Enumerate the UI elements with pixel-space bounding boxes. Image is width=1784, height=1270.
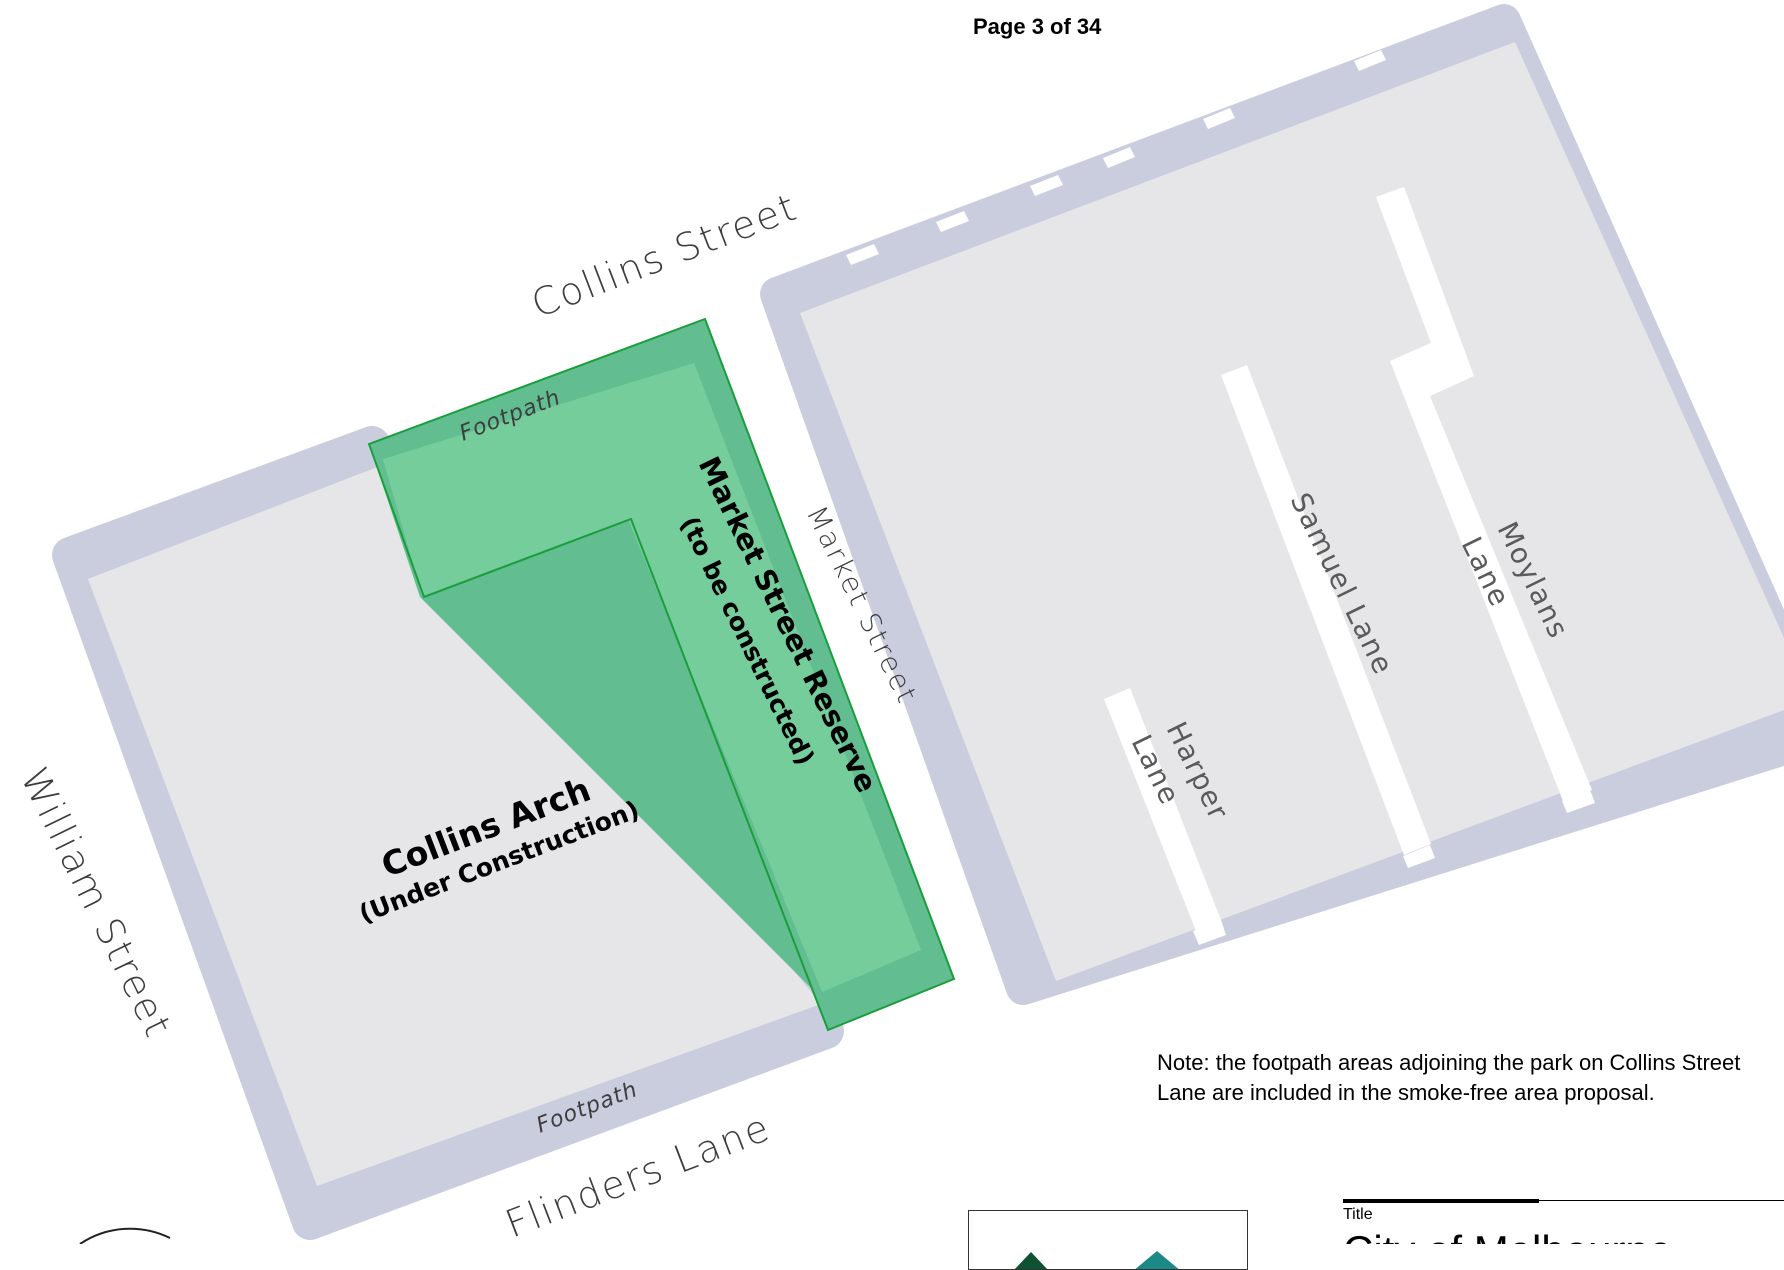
lane-gaps [1193,790,1595,945]
lanes [1104,187,1592,931]
market-street-reserve-outline [367,317,956,1032]
page-number: Page 3 of 34 [973,14,1102,39]
city-logo [968,1210,1248,1270]
samuel-lane [1221,365,1431,855]
map: Collins Street William Street Flinders L… [12,4,1784,1244]
note-line2: Lane are included in the smoke-free area… [1157,1080,1655,1105]
market-street-reserve [383,363,921,992]
document-title: City of Melbourne [1343,1227,1672,1244]
note: Note: the footpath areas adjoining the p… [1157,1048,1784,1108]
logo-icon [1014,1251,1179,1269]
title-rule-thin [1539,1200,1784,1201]
moylans-lane [1376,187,1592,801]
harper-lane [1104,688,1221,931]
title-block: Title City of Melbourne [1343,1199,1784,1244]
collins-footpath-notches [846,50,1386,265]
title-rule [1343,1199,1539,1203]
collins-street-label: Collins Street [525,185,803,327]
title-caption: Title [1343,1206,1373,1223]
north-arrow-circle [79,1227,171,1244]
collins-arch-block [88,466,821,1186]
note-line1: Note: the footpath areas adjoining the p… [1157,1050,1741,1075]
